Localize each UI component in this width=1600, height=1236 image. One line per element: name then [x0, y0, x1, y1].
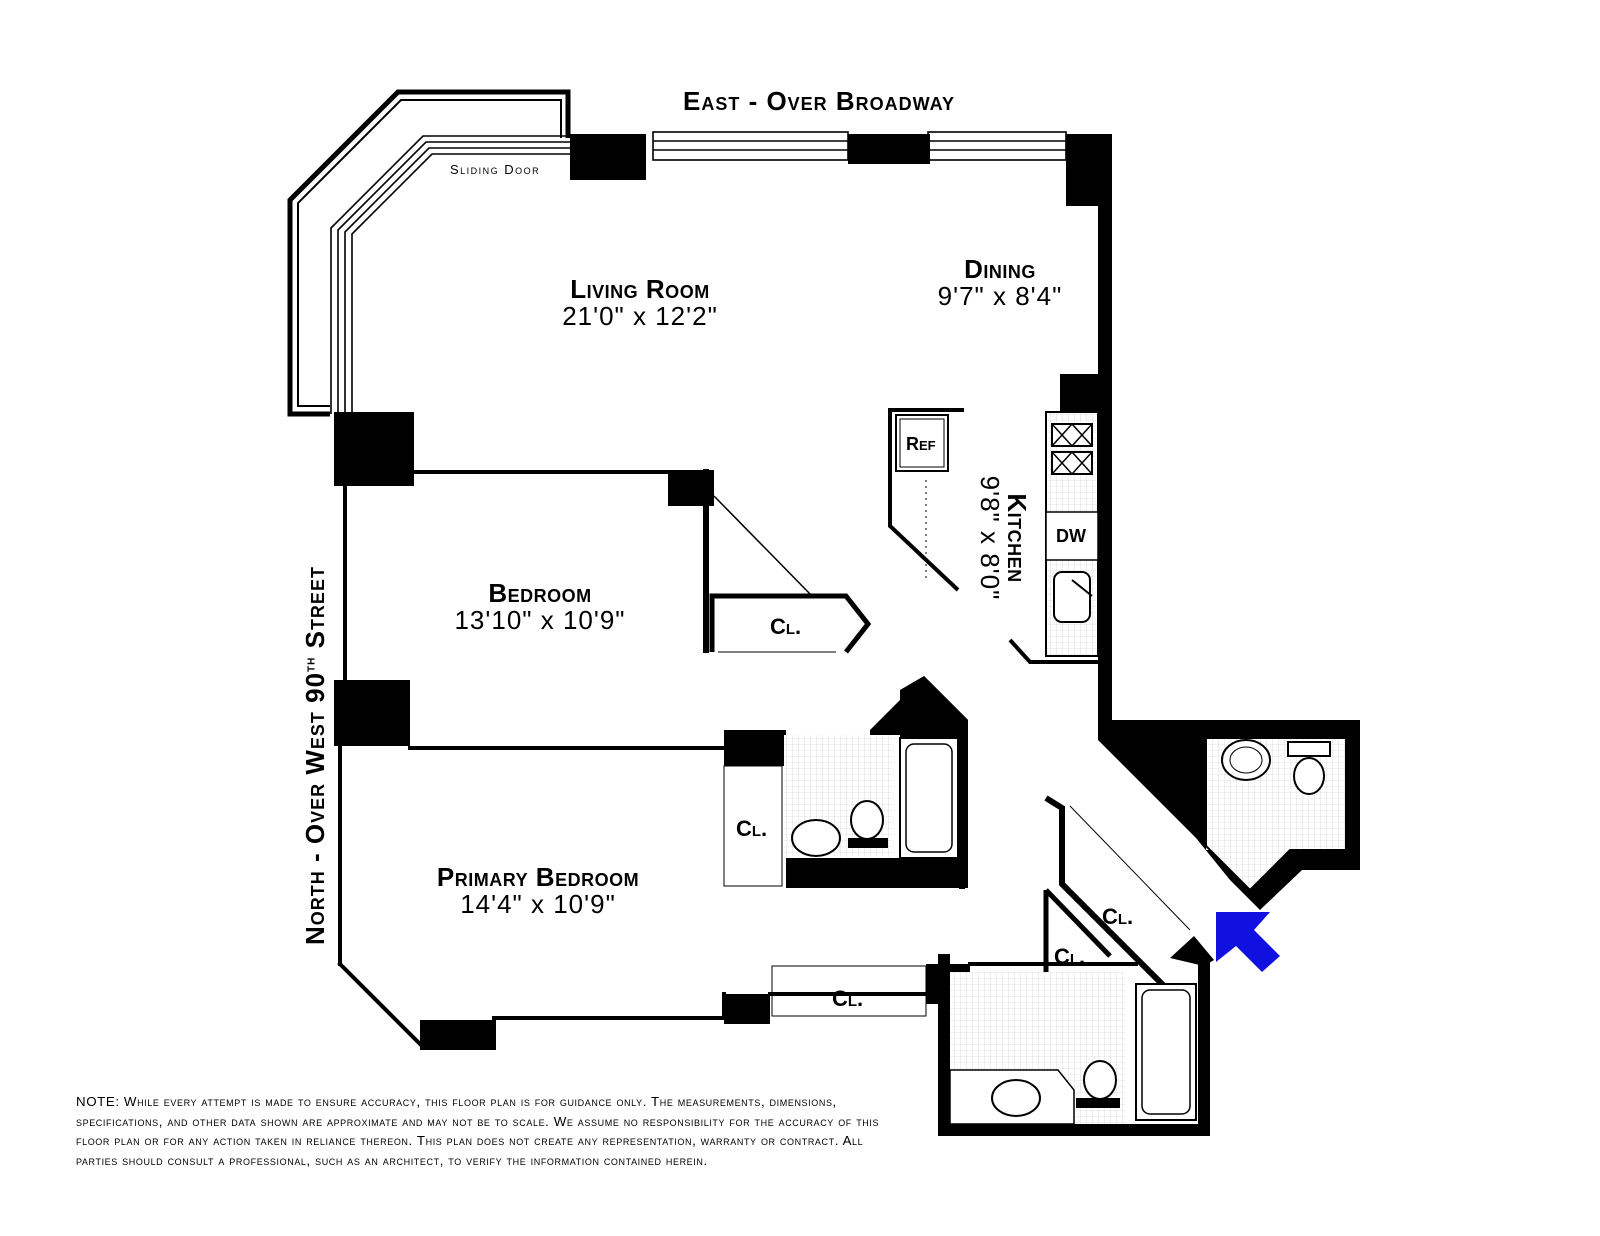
- north-label-suffix: Street: [300, 566, 330, 657]
- bathroom-1: [723, 676, 968, 888]
- entry-arrow: [1216, 912, 1280, 972]
- closet-outlines: [771, 965, 927, 1017]
- kitchen-label: Kitchen 9'8" x 8'0": [974, 468, 1032, 608]
- bedroom-name: Bedroom: [488, 578, 592, 608]
- living-room-dims: 21'0" x 12'2": [562, 301, 718, 332]
- north-label: North - Over West 90th Street: [300, 566, 331, 945]
- living-room-name: Living Room: [570, 274, 710, 304]
- dw-label: DW: [1056, 526, 1086, 546]
- interior-walls: [337, 469, 1210, 1136]
- closet-label-bedroom: Cl.: [770, 614, 802, 639]
- bathroom-2: [949, 972, 1197, 1125]
- closet-label-bath: Cl.: [736, 816, 768, 841]
- closet-label-hall-1: Cl.: [1102, 904, 1134, 929]
- bedroom-dims: 13'10" x 10'9": [454, 605, 626, 636]
- bedroom-label: Bedroom 13'10" x 10'9": [440, 578, 640, 636]
- disclaimer-note: NOTE: While every attempt is made to ens…: [76, 1094, 880, 1168]
- hall-closets: [1043, 795, 1214, 991]
- primary-bedroom-name: Primary Bedroom: [436, 862, 640, 892]
- kitchen-dims: 9'8" x 8'0": [974, 475, 1005, 601]
- ref-label: Ref: [906, 434, 936, 454]
- dining-label: Dining 9'7" x 8'4": [920, 254, 1080, 312]
- sliding-door-label: Sliding Door: [450, 162, 541, 177]
- closet-label-primary: Cl.: [832, 986, 864, 1011]
- dining-dims: 9'7" x 8'4": [937, 281, 1063, 312]
- north-label-sup: th: [301, 656, 318, 672]
- primary-bedroom-dims: 14'4" x 10'9": [460, 889, 616, 920]
- dining-name: Dining: [964, 254, 1036, 284]
- powder-room: [1205, 737, 1347, 892]
- primary-bedroom-label: Primary Bedroom 14'4" x 10'9": [418, 862, 658, 920]
- kitchen: [888, 408, 1099, 664]
- bedroom-closet: [709, 495, 872, 654]
- sliding-door: [330, 135, 570, 414]
- kitchen-name: Kitchen: [1002, 493, 1032, 583]
- balcony: [287, 89, 571, 417]
- east-label: East - Over Broadway: [683, 86, 956, 116]
- living-room-label: Living Room 21'0" x 12'2": [540, 274, 740, 332]
- north-label-prefix: North - Over West 90: [300, 671, 330, 945]
- closet-label-hall-2: Cl.: [1054, 944, 1086, 969]
